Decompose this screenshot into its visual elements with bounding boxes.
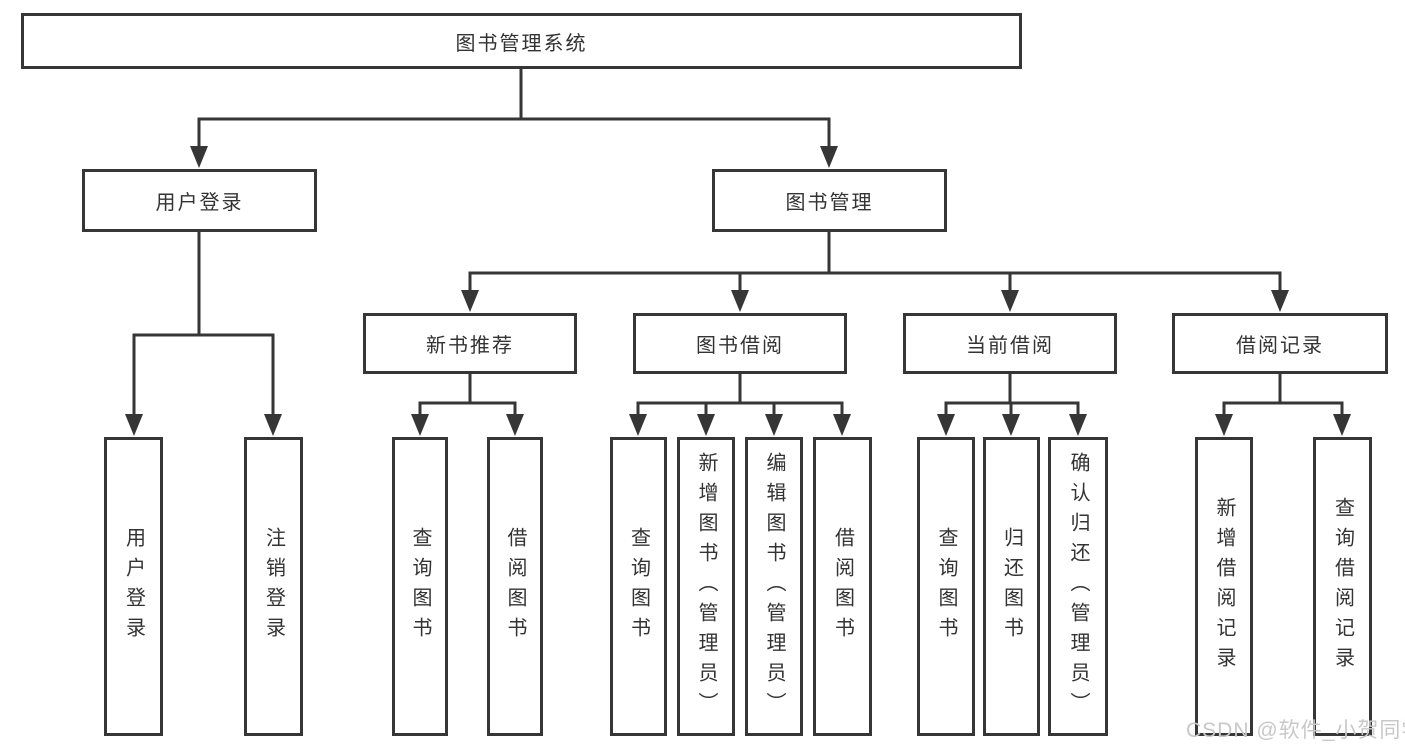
leaf-query-books-recommend: 查询图书 <box>392 437 448 736</box>
node-current-borrow: 当前借阅 <box>903 313 1117 374</box>
node-library-management-system: 图书管理系统 <box>21 13 1022 69</box>
node-user-login: 用户登录 <box>82 169 317 232</box>
leaf-edit-book-admin: 编辑图书（管理员） <box>745 437 803 736</box>
node-book-management: 图书管理 <box>712 169 947 232</box>
node-borrow-record: 借阅记录 <box>1172 313 1388 374</box>
leaf-return-book: 归还图书 <box>983 437 1040 736</box>
csdn-watermark: CSDN @软件_小贺同学 <box>1186 719 1405 742</box>
node-book-borrow: 图书借阅 <box>633 313 847 374</box>
leaf-query-borrow-record: 查询借阅记录 <box>1313 437 1372 736</box>
leaf-user-login: 用户登录 <box>104 437 163 736</box>
leaf-confirm-return-admin: 确认归还（管理员） <box>1048 437 1108 736</box>
leaf-add-book-admin: 新增图书（管理员） <box>677 437 735 736</box>
leaf-borrow-books-recommend: 借阅图书 <box>487 437 543 736</box>
leaf-logout: 注销登录 <box>244 437 303 736</box>
leaf-query-books-current: 查询图书 <box>917 437 975 736</box>
leaf-query-books-borrow: 查询图书 <box>610 437 667 736</box>
leaf-add-borrow-record: 新增借阅记录 <box>1195 437 1253 736</box>
node-new-book-recommend: 新书推荐 <box>363 313 577 374</box>
leaf-borrow-books: 借阅图书 <box>813 437 872 736</box>
